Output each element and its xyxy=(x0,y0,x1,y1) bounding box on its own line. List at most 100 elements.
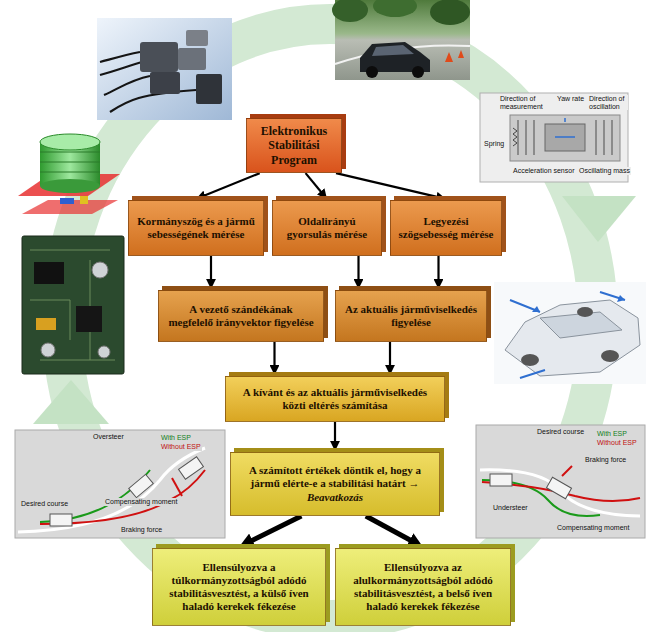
car-symbol xyxy=(546,477,571,498)
car-symbol xyxy=(50,514,72,526)
force-arrow xyxy=(510,292,625,378)
connector-arrow xyxy=(366,516,415,543)
board-trace xyxy=(30,250,115,360)
ring-arrowhead xyxy=(562,196,636,242)
track-cone xyxy=(458,50,464,58)
direction-arrow xyxy=(555,118,575,137)
illustration-label: Braking force xyxy=(584,456,627,464)
sensor-photo xyxy=(97,18,232,120)
connector-arrow xyxy=(336,173,440,197)
sensor-body xyxy=(186,30,208,46)
connector-arrow xyxy=(389,342,391,369)
sensor-body xyxy=(140,42,178,72)
box-text: Legyezési szögsebesség mérése xyxy=(398,215,494,241)
tree xyxy=(430,0,470,25)
illustration-label: With ESP xyxy=(160,434,192,442)
coil-end xyxy=(40,179,100,193)
sensor-body xyxy=(196,74,222,104)
process-box: A kívánt és az aktuális járműviselkedés … xyxy=(225,376,445,422)
illustration-label: Without ESP xyxy=(596,439,638,447)
diagram-ground xyxy=(15,430,225,538)
illustration-ground xyxy=(494,282,646,384)
illustration-label: Understeer xyxy=(492,504,529,512)
component xyxy=(36,318,56,330)
track-cone xyxy=(445,52,453,62)
illustration-label: Compensating moment xyxy=(104,498,178,506)
capacitor xyxy=(41,343,55,357)
sensor-frame xyxy=(510,115,620,161)
illustration-label: Acceleration sensor xyxy=(512,167,575,175)
box-text: Beavatkozás xyxy=(307,491,363,504)
sensor-body xyxy=(150,72,180,94)
box-text: Elektronikus Stabilitási Program xyxy=(254,124,334,167)
photo-ground xyxy=(97,18,232,120)
car-wheel xyxy=(601,350,619,362)
process-box: Kormányszög és a jármű sebességének méré… xyxy=(128,200,264,256)
box-text: Ellensúlyozva a túlkormányzottságból adó… xyxy=(160,561,318,614)
oversteer-diagram xyxy=(15,430,225,538)
box-text: Ellensúlyozva az alulkormányzottságból a… xyxy=(343,561,503,614)
illustration-label: Desired course xyxy=(536,428,585,436)
connector-arrow xyxy=(273,342,275,369)
car-symbol xyxy=(490,474,512,486)
arrow-tip xyxy=(532,306,540,312)
road-edge xyxy=(480,470,640,516)
circuit-board xyxy=(22,236,124,374)
connector-arrow xyxy=(202,173,260,197)
illustration-label: With ESP xyxy=(596,430,628,438)
car-symbol xyxy=(129,474,154,497)
car-wheel xyxy=(366,66,378,78)
process-box: Ellensúlyozva a túlkormányzottságból adó… xyxy=(152,548,326,626)
process-box: Ellensúlyozva az alulkormányzottságból a… xyxy=(335,548,511,626)
capacitor xyxy=(92,262,108,278)
illustration-label: Desired course xyxy=(20,500,69,508)
process-box: A számított értékek döntik el, hogy a já… xyxy=(230,452,440,516)
box-text: A számított értékek döntik el, hogy a já… xyxy=(238,464,432,490)
car-wheel xyxy=(577,307,593,317)
connector-arrow xyxy=(247,516,301,543)
box-text: Az aktuális járműviselkedés figyelése xyxy=(343,303,479,329)
chip-part xyxy=(60,198,74,204)
spring-symbol xyxy=(513,128,517,146)
understeer-diagram xyxy=(476,425,645,538)
illustration-label: Oscillating mass xyxy=(578,167,631,175)
illustration-label: Spring xyxy=(483,140,505,148)
arrow-tip xyxy=(617,295,625,302)
box-text: Kormányszög és a jármű sebességének méré… xyxy=(136,215,256,241)
process-box: Legyezési szögsebesség mérése xyxy=(390,200,502,256)
box-text: A kívánt és az aktuális járműviselkedés … xyxy=(233,386,437,412)
chip-part xyxy=(80,196,88,204)
illustration-label: Direction of measurement xyxy=(499,95,553,110)
chip xyxy=(34,262,64,284)
ring-arrowhead xyxy=(33,380,109,424)
car-outline xyxy=(505,300,640,376)
car-wheel xyxy=(412,66,424,78)
road-edge xyxy=(18,448,205,532)
vehicle-wireframe xyxy=(494,282,646,384)
test-track-photo xyxy=(332,0,470,80)
coil-end xyxy=(40,134,100,150)
connector-arrow xyxy=(357,256,359,283)
process-box: Oldalirányú gyorsulás mérése xyxy=(272,200,382,256)
car-window xyxy=(372,45,414,56)
connector-arrow xyxy=(334,422,336,445)
braking-arrow xyxy=(562,466,572,476)
illustration-label: Yaw rate xyxy=(556,95,585,103)
box-text: A vezető szándékának megfelelő irányvekt… xyxy=(166,303,316,329)
process-box: A vezető szándékának megfelelő irányvekt… xyxy=(158,290,324,342)
connector-arrow xyxy=(306,173,324,194)
connector-arrow xyxy=(437,256,439,283)
coil-winding xyxy=(40,152,100,172)
coil-sensor xyxy=(18,134,120,214)
connector-arrow xyxy=(210,256,212,283)
illustration-label: Braking force xyxy=(120,526,163,534)
car-symbol xyxy=(179,457,204,479)
illustration-label: Oversteer xyxy=(92,433,125,441)
process-box: Elektronikus Stabilitási Program xyxy=(246,118,342,173)
control-unit-board xyxy=(22,236,124,374)
